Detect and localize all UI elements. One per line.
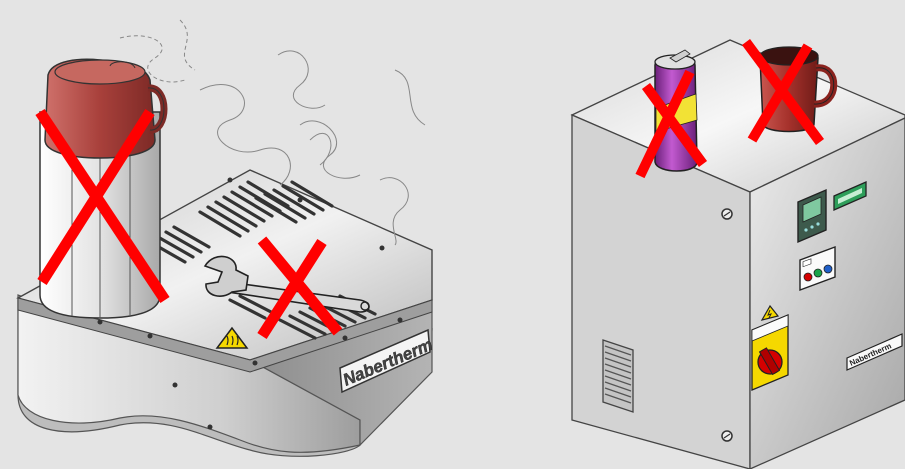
- cabinet-door-lock: [722, 209, 732, 219]
- cabinet-door-lock: [722, 431, 732, 441]
- control-cabinet: Nabertherm: [572, 40, 905, 469]
- cabinet-vent-louvers: [603, 340, 633, 412]
- furnace: Nabertherm: [18, 20, 435, 456]
